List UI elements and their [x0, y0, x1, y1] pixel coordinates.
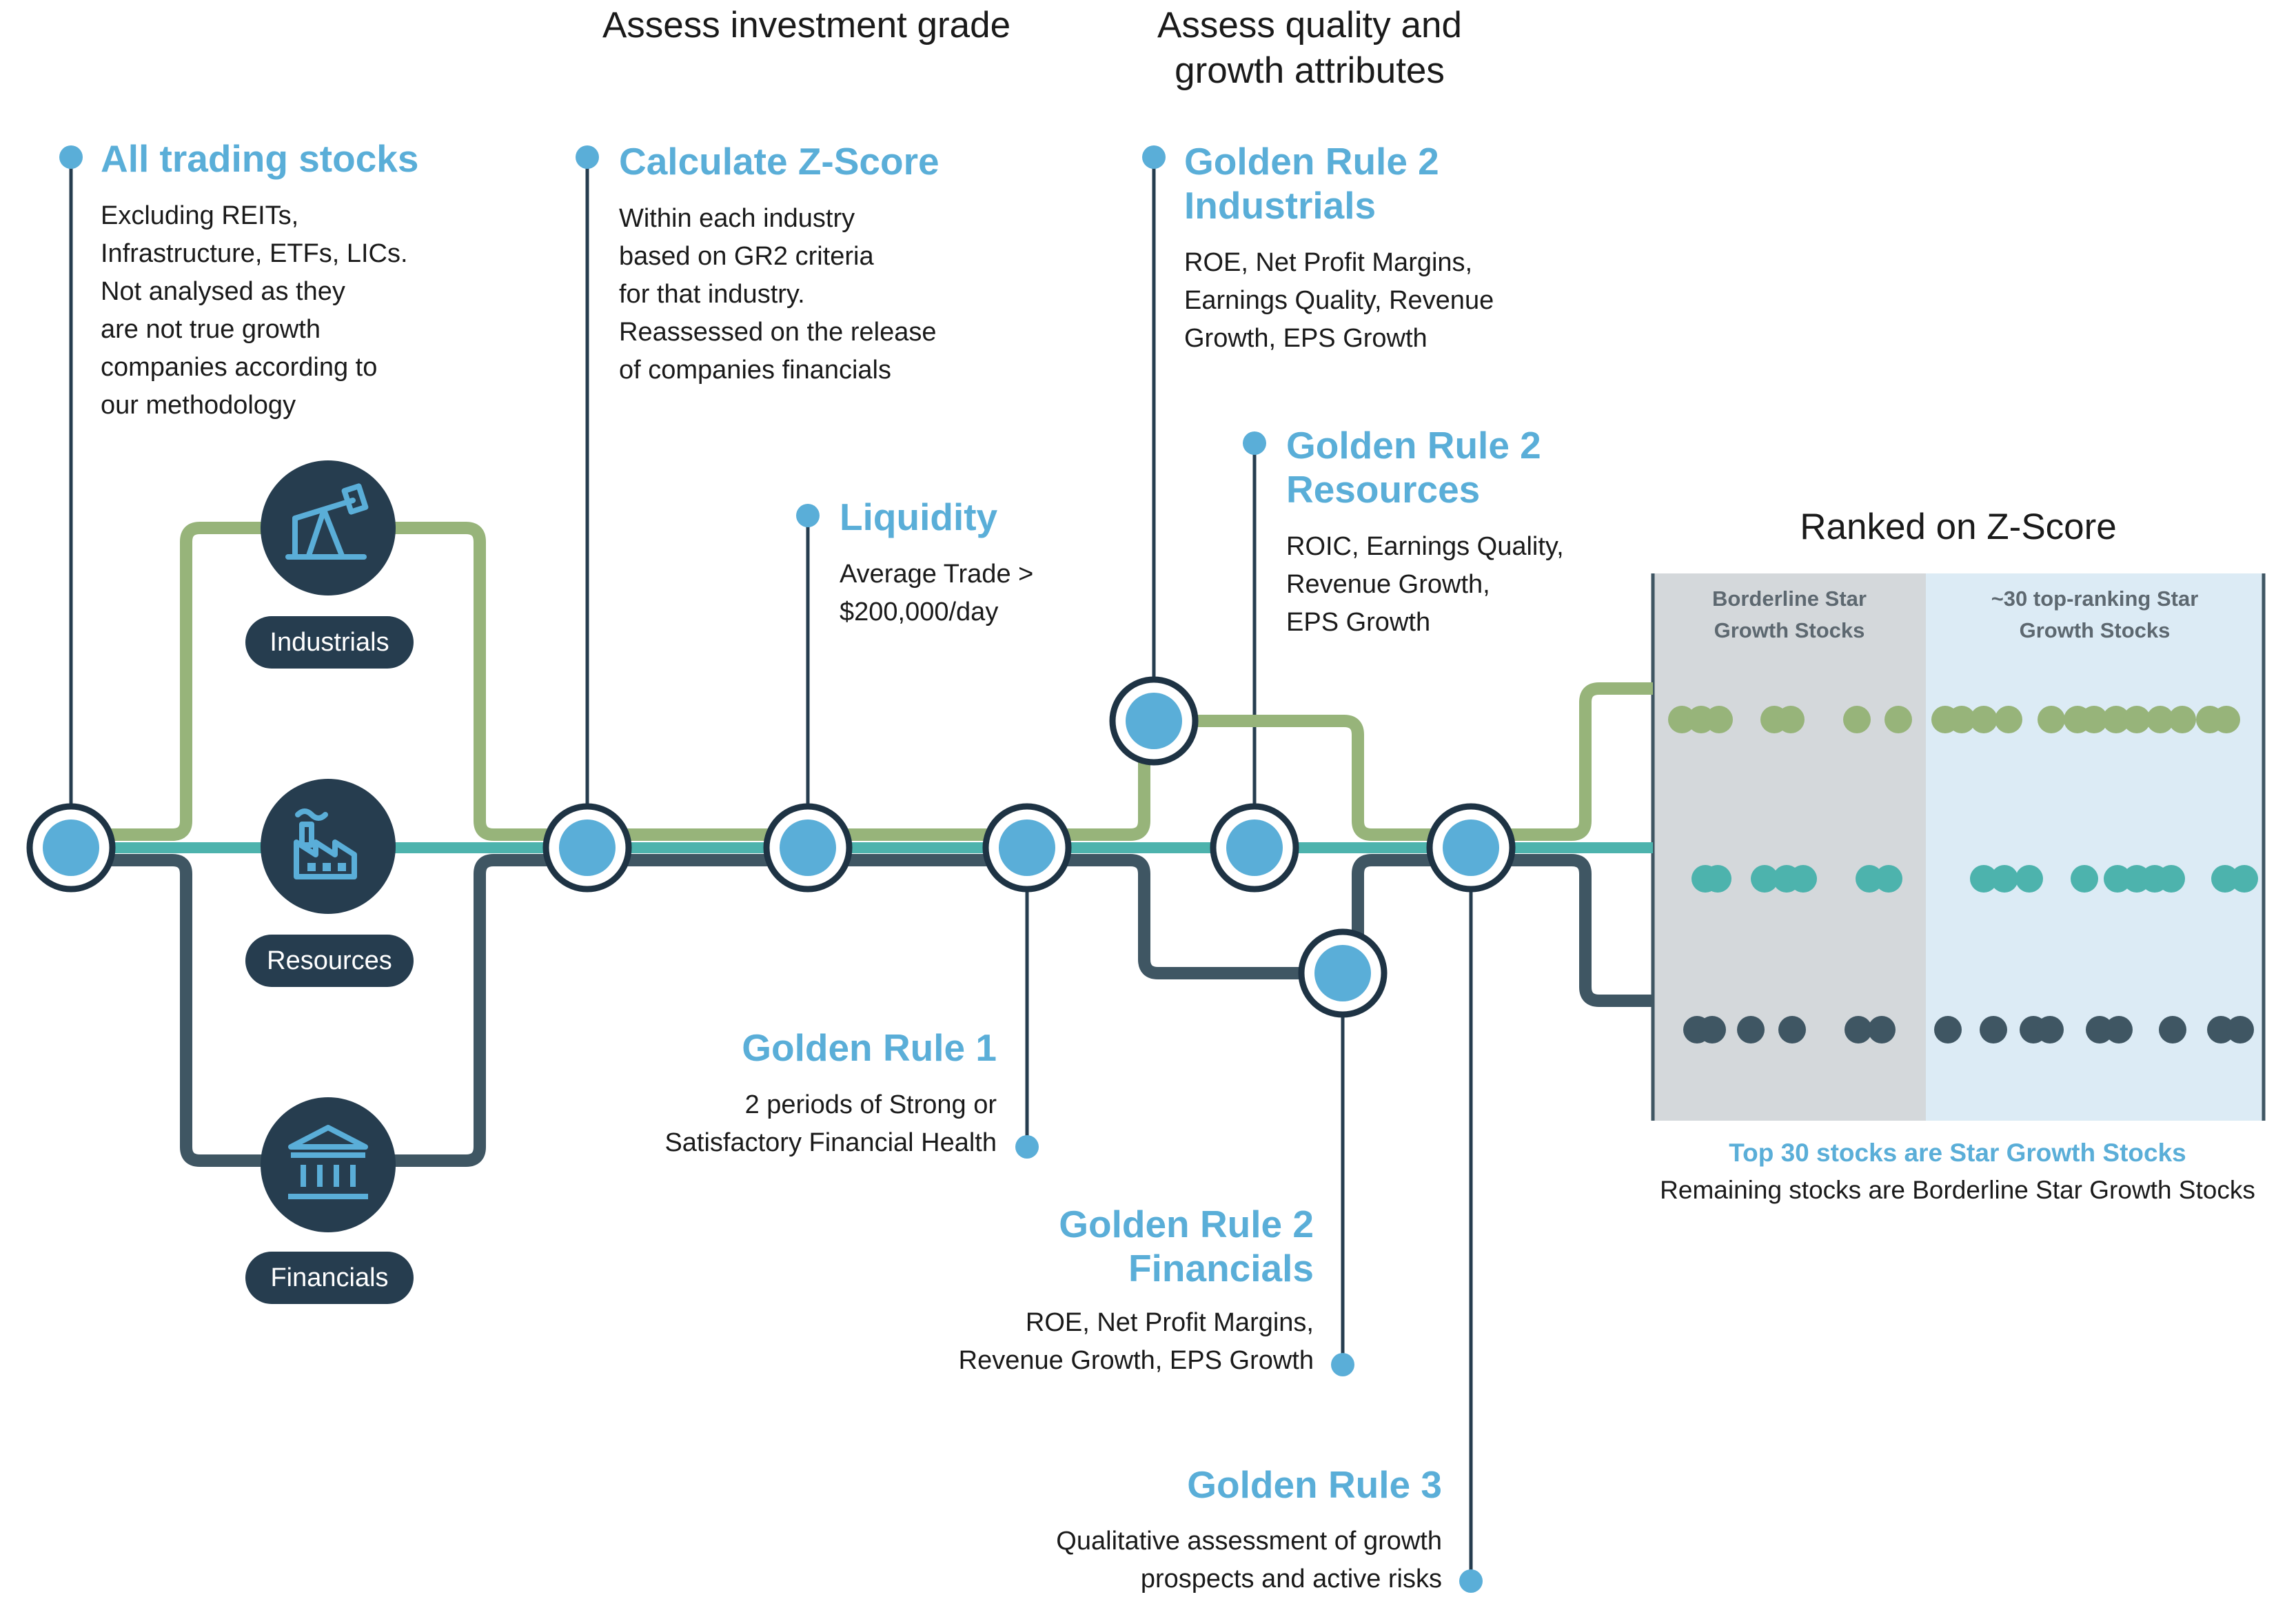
- industrials-stock-dot: [2102, 706, 2130, 733]
- step-z-score-body: Within each industry based on GR2 criter…: [619, 204, 937, 385]
- dot-gr2-resources: [1243, 431, 1266, 455]
- industrials-stock-dot: [1843, 706, 1871, 733]
- step-gr3-body: Qualitative assessment of growth prospec…: [1056, 1527, 1442, 1593]
- sector-label-industrials: Industrials: [245, 616, 414, 669]
- ranking-title: Ranked on Z-Score: [1800, 507, 2117, 547]
- step-gr2-financials-body: ROE, Net Profit Margins, Revenue Growth,…: [958, 1308, 1314, 1375]
- financials-stock-dot: [1868, 1016, 1896, 1043]
- step-gr2-industrials-title: Golden Rule 2 Industrials: [1184, 140, 1439, 227]
- oil-pump-icon: [261, 460, 396, 595]
- resources-stock-dot: [2231, 865, 2258, 893]
- dot-liquidity: [796, 504, 820, 527]
- industrials-stock-dot: [1705, 706, 1733, 733]
- step-all-trading-title: All trading stocks: [101, 137, 419, 180]
- industrials-stock-dot: [1970, 706, 1998, 733]
- sector-label-resources: Resources: [245, 935, 414, 987]
- phase-investment-grade: Assess investment grade: [602, 5, 1011, 45]
- step-z-score-title: Calculate Z-Score: [619, 140, 939, 183]
- financials-stock-dot: [2207, 1016, 2235, 1043]
- industrials-track: [71, 522, 1653, 841]
- financials-track: [71, 854, 1653, 1167]
- resources-stock-dot: [1991, 865, 2018, 893]
- footer-highlight: Top 30 stocks are Star Growth Stocks: [1729, 1139, 2186, 1167]
- top-ranking-label: ~30 top-ranking Star Growth Stocks: [1991, 587, 2199, 642]
- industrials-stock-dot: [2146, 706, 2174, 733]
- dot-gr1: [1015, 1135, 1039, 1159]
- industrials-stock-dot: [1884, 706, 1912, 733]
- financials-stock-dot: [2036, 1016, 2064, 1043]
- dot-all-trading: [59, 145, 83, 169]
- financials-stock-dot: [1980, 1016, 2007, 1043]
- resources-stock-dot: [1789, 865, 1817, 893]
- resources-stock-dot: [2104, 865, 2131, 893]
- resources-stock-dot: [2157, 865, 2185, 893]
- financials-stock-dot: [1934, 1016, 1962, 1043]
- resources-stock-dot: [2071, 865, 2098, 893]
- resources-stock-dot: [1856, 865, 1883, 893]
- step-liquidity-body: Average Trade > $200,000/day: [840, 560, 1034, 627]
- step-gr1-body: 2 periods of Strong or Satisfactory Fina…: [664, 1090, 997, 1157]
- financials-stock-dot: [1698, 1016, 1726, 1043]
- industrials-stock-dot: [2123, 706, 2151, 733]
- step-all-trading-body: Excluding REITs, Infrastructure, ETFs, L…: [101, 201, 408, 420]
- sector-label-financials: Financials: [245, 1252, 414, 1304]
- step-gr2-resources-title: Golden Rule 2 Resources: [1286, 424, 1541, 511]
- financials-stock-dot: [1778, 1016, 1806, 1043]
- financials-stock-dot: [1845, 1016, 1872, 1043]
- resources-stock-dot: [1875, 865, 1902, 893]
- industrials-stock-dot: [1777, 706, 1805, 733]
- resources-stock-dot: [1970, 865, 1998, 893]
- dot-z-score: [576, 145, 599, 169]
- industrials-stock-dot: [2213, 706, 2240, 733]
- resources-stock-dot: [1704, 865, 1731, 893]
- phase-quality-growth: Assess quality and growth attributes: [1157, 5, 1462, 91]
- resources-stock-dot: [2211, 865, 2239, 893]
- resources-stock-dot: [2015, 865, 2043, 893]
- step-liquidity-title: Liquidity: [840, 496, 998, 538]
- financials-stock-dot: [1737, 1016, 1765, 1043]
- borderline-label: Borderline Star Growth Stocks: [1712, 587, 1867, 642]
- step-gr1-title: Golden Rule 1: [742, 1026, 997, 1069]
- step-gr2-industrials-body: ROE, Net Profit Margins, Earnings Qualit…: [1184, 248, 1494, 353]
- dot-gr2-financials: [1331, 1353, 1354, 1376]
- step-gr2-resources-body: ROIC, Earnings Quality, Revenue Growth, …: [1286, 532, 1564, 637]
- step-gr2-financials-title: Golden Rule 2 Financials: [1059, 1203, 1314, 1290]
- stock-dots: [1668, 706, 2258, 1043]
- factory-icon: [261, 779, 396, 914]
- financials-stock-dot: [2086, 1016, 2113, 1043]
- bank-icon: [261, 1097, 396, 1232]
- step-gr3-title: Golden Rule 3: [1187, 1463, 1442, 1506]
- industrials-stock-dot: [1995, 706, 2022, 733]
- financials-stock-dot: [2159, 1016, 2186, 1043]
- footer-note: Remaining stocks are Borderline Star Gro…: [1660, 1176, 2255, 1204]
- dot-gr2-industrials: [1142, 145, 1166, 169]
- industrials-stock-dot: [2080, 706, 2108, 733]
- dot-gr3: [1459, 1569, 1483, 1593]
- industrials-stock-dot: [2168, 706, 2196, 733]
- industrials-stock-dot: [1668, 706, 1696, 733]
- financials-stock-dot: [2226, 1016, 2254, 1043]
- financials-stock-dot: [2105, 1016, 2133, 1043]
- industrials-stock-dot: [2038, 706, 2065, 733]
- resources-stock-dot: [1751, 865, 1778, 893]
- industrials-stock-dot: [1948, 706, 1975, 733]
